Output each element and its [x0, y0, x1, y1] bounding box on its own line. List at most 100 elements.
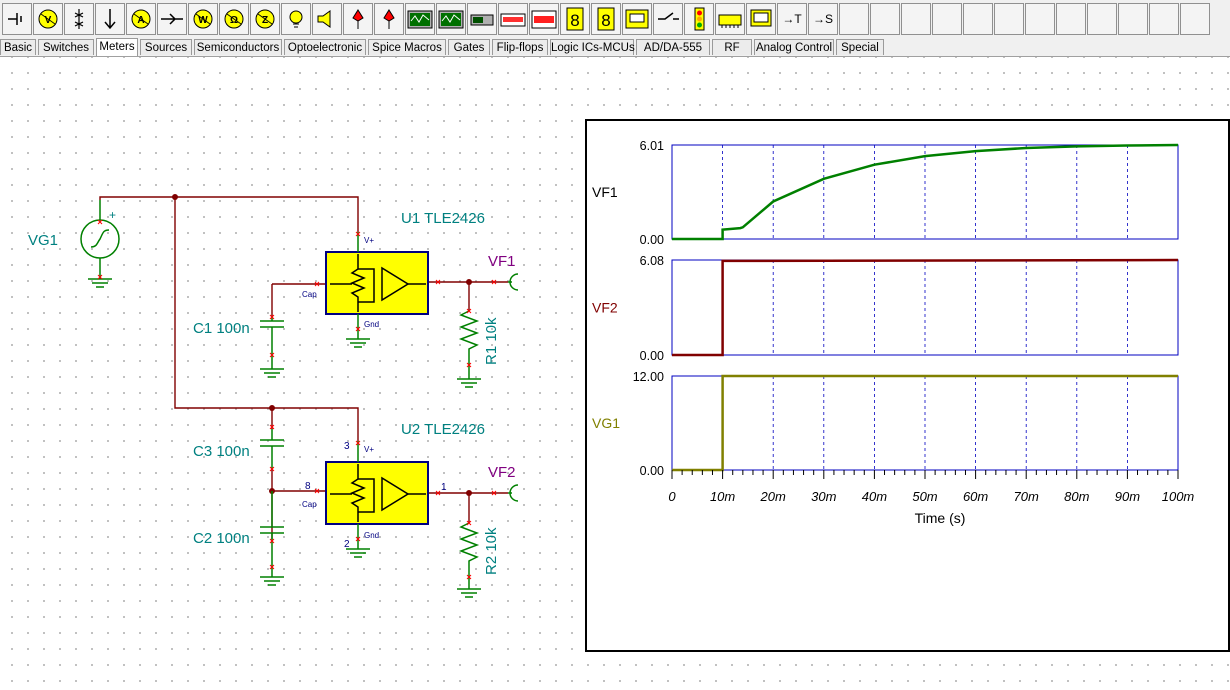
toolbar-button-seven-segment[interactable]: 8	[591, 3, 621, 35]
u2-label: U2 TLE2426	[401, 421, 485, 438]
toolbar-empty-slot	[994, 3, 1024, 35]
toolbar-button-logic-analyzer[interactable]	[498, 3, 528, 35]
u2-pin8-label: 8	[305, 481, 311, 492]
current-arrow-icon	[104, 9, 116, 30]
tab-meters[interactable]: Meters	[96, 38, 138, 56]
toolbar-button-speaker[interactable]	[312, 3, 342, 35]
u1-opamp	[325, 251, 429, 315]
toolbar-button-current-probe[interactable]	[157, 3, 187, 35]
toolbar-button-switch[interactable]	[653, 3, 683, 35]
tab-flip-flops[interactable]: Flip-flops	[492, 39, 548, 55]
toolbar-button-ammeter[interactable]: A	[126, 3, 156, 35]
r1-label: R1 10k	[483, 317, 500, 365]
speaker-icon	[317, 10, 331, 28]
tab-analog-control[interactable]: Analog Control	[754, 39, 834, 55]
toolbar-button-lamp[interactable]	[281, 3, 311, 35]
chip-icon	[718, 14, 742, 28]
toolbar-button-display[interactable]	[529, 3, 559, 35]
toolbar-button-seven-segment[interactable]: 8	[560, 3, 590, 35]
tab-sources[interactable]: Sources	[140, 39, 192, 55]
x-tick-label: 80m	[1064, 489, 1089, 504]
tab-spice-macros[interactable]: Spice Macros	[368, 39, 446, 55]
tab-gates[interactable]: Gates	[448, 39, 490, 55]
x-tick-label: 0	[668, 489, 676, 504]
toolbar-button-chip[interactable]	[715, 3, 745, 35]
logic-analyzer-icon	[500, 13, 526, 27]
toolbar-button-output-t[interactable]: →T	[777, 3, 807, 35]
voltage-arrow-icon	[74, 9, 84, 29]
seven-segment-icon: 8	[597, 7, 615, 31]
c2-label: C2 100n	[193, 530, 250, 547]
tab-switches[interactable]: Switches	[38, 39, 94, 55]
toolbar-button-led-red[interactable]	[374, 3, 404, 35]
vf2-label: VF2	[488, 464, 516, 481]
series-line-vf2	[672, 258, 1179, 357]
c1-label: C1 100n	[193, 320, 250, 337]
tab-special[interactable]: Special	[836, 39, 884, 55]
toolbar-button-output-s[interactable]: →S	[808, 3, 838, 35]
toolbar-empty-slot	[1087, 3, 1117, 35]
u2-cap-pin: Cap	[302, 500, 317, 509]
series-name-vf1: VF1	[592, 184, 618, 200]
u2-pin2-label: 2	[344, 539, 350, 550]
toolbar-button-oscilloscope[interactable]	[405, 3, 435, 35]
ground-icon	[8, 13, 22, 25]
ammeter-icon: A	[131, 9, 151, 29]
signal-analyzer-icon	[470, 14, 494, 26]
tab-optoelectronic[interactable]: Optoelectronic	[284, 39, 366, 55]
u1-gnd-pin: Gnd	[364, 320, 379, 329]
tab-basic[interactable]: Basic	[0, 39, 36, 55]
toolbar-empty-slot	[870, 3, 900, 35]
toolbar-button-current-arrow[interactable]	[95, 3, 125, 35]
toolbar-button-wattmeter[interactable]: W	[188, 3, 218, 35]
x-axis-label: Time (s)	[915, 510, 966, 526]
u1-cap-pin: Cap	[302, 290, 317, 299]
x-tick-label: 100m	[1162, 489, 1195, 504]
toolbar-button-ground[interactable]	[2, 3, 32, 35]
y-tick-label-vg1-max: 12.00	[633, 370, 664, 384]
counter-icon	[625, 9, 649, 29]
u1-vplus-pin: V+	[364, 236, 374, 245]
toolbar-button-ohmmeter[interactable]: Ω	[219, 3, 249, 35]
toolbar-button-led-red[interactable]	[343, 3, 373, 35]
pin-markers	[97, 219, 497, 580]
x-tick-label: 90m	[1115, 489, 1140, 504]
x-tick-label: 20m	[760, 489, 786, 504]
toolbar-button-impedance-meter[interactable]: Z	[250, 3, 280, 35]
toolbar-button-oscilloscope[interactable]	[436, 3, 466, 35]
u2-gnd-pin: Gnd	[364, 531, 379, 540]
svg-text:V: V	[45, 15, 52, 26]
output-t-icon: →T	[782, 12, 802, 26]
toolbar-button-counter[interactable]	[622, 3, 652, 35]
svg-text:W: W	[198, 15, 208, 26]
toolbar-empty-slot	[1149, 3, 1179, 35]
toolbar-button-monitor[interactable]	[746, 3, 776, 35]
x-tick-label: 10m	[710, 489, 735, 504]
x-tick-label: 70m	[1014, 489, 1039, 504]
circuit-schematic[interactable]: VG1 + U1 TLE2426 U2 TLE2426 VF1 VF2 C1 1…	[0, 57, 580, 690]
toolbar-empty-slot	[1056, 3, 1086, 35]
toolbar-button-signal-analyzer[interactable]	[467, 3, 497, 35]
seven-segment-icon: 8	[566, 7, 584, 31]
c3-label: C3 100n	[193, 443, 250, 460]
svg-text:A: A	[137, 15, 144, 26]
display-icon	[531, 10, 557, 29]
impedance-meter-icon: Z	[255, 9, 275, 29]
led-red-icon	[383, 9, 395, 29]
tab-logic-ics-mcus[interactable]: Logic ICs-MCUs	[550, 39, 635, 55]
tab-rf[interactable]: RF	[712, 39, 752, 55]
u2-pin3-label: 3	[344, 441, 350, 452]
r2-label: R2 10k	[483, 527, 500, 575]
toolbar-button-traffic-light[interactable]	[684, 3, 714, 35]
junction-dots	[172, 194, 472, 496]
u2-pin1-label: 1	[441, 482, 447, 493]
toolbar-button-voltmeter[interactable]: V	[33, 3, 63, 35]
tab-ad-da-555[interactable]: AD/DA-555	[636, 39, 710, 55]
vf1-label: VF1	[488, 253, 516, 270]
tab-semiconductors[interactable]: Semiconductors	[194, 39, 282, 55]
toolbar-button-voltage-arrow[interactable]	[64, 3, 94, 35]
oscilloscope-icon	[438, 10, 464, 29]
